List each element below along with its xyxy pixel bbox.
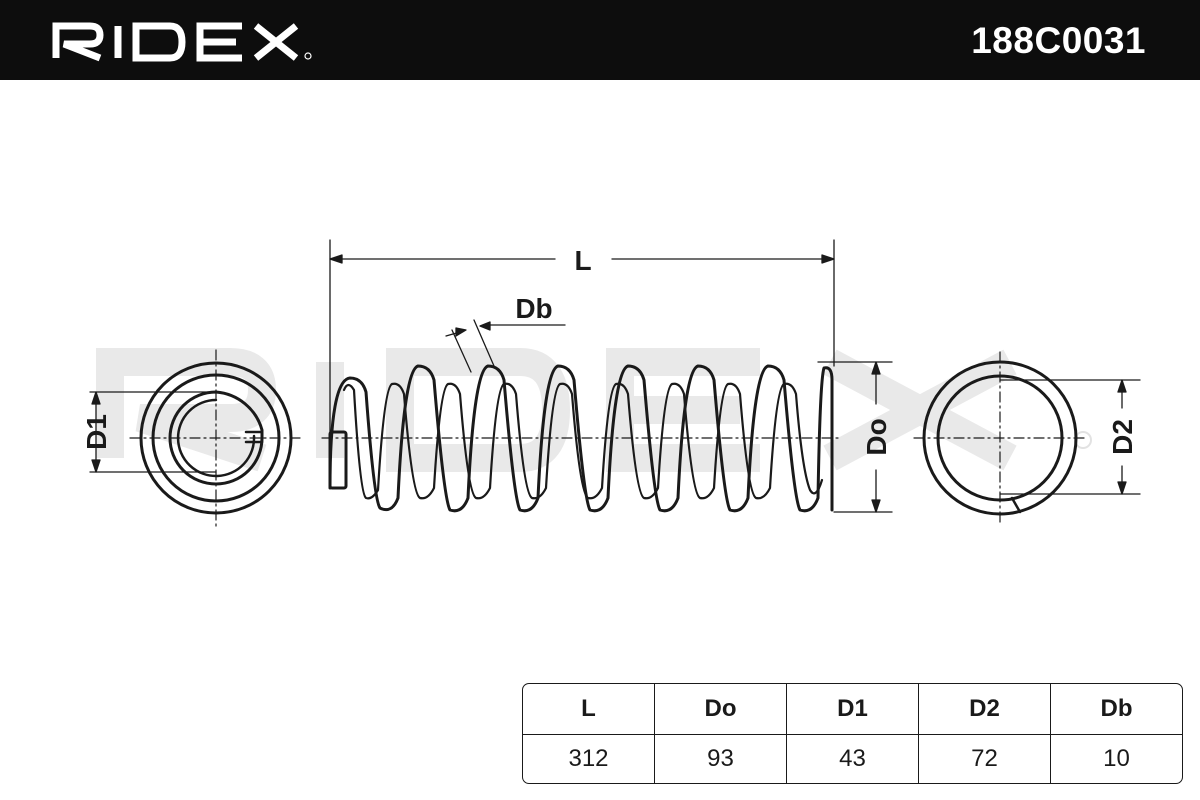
spec-value-cell: 312 bbox=[568, 745, 609, 772]
spring-drawing: L Db Do D1 D2 bbox=[81, 239, 1141, 527]
spec-header-cell: L bbox=[523, 684, 654, 735]
spec-value-cell: 93 bbox=[654, 735, 786, 783]
d2-dimension bbox=[999, 379, 1141, 495]
spec-table: L Do D1 D2 Db 312 93 43 72 10 bbox=[522, 683, 1183, 784]
spring-side-view bbox=[328, 364, 834, 513]
spec-value-row: 312 93 43 72 10 bbox=[523, 735, 1182, 783]
length-dimension bbox=[329, 239, 835, 433]
d1-label: D1 bbox=[81, 414, 112, 450]
d2-label: D2 bbox=[1107, 419, 1138, 455]
spec-header-cell: Db bbox=[1050, 684, 1182, 735]
ridex-logo bbox=[52, 22, 312, 62]
length-label: L bbox=[574, 245, 591, 276]
d1-dimension bbox=[89, 391, 217, 473]
db-label: Db bbox=[515, 293, 552, 324]
do-label: Do bbox=[861, 418, 892, 455]
spec-header-row: L Do D1 D2 Db bbox=[523, 684, 1182, 735]
spec-value-cell: 43 bbox=[786, 735, 918, 783]
spec-header-cell: D2 bbox=[918, 684, 1050, 735]
part-number: 188C0031 bbox=[971, 20, 1146, 61]
header-bar: 188C0031 bbox=[0, 0, 1200, 80]
db-dimension bbox=[445, 319, 566, 373]
spec-value-cell: 72 bbox=[918, 735, 1050, 783]
spec-header-cell: D1 bbox=[786, 684, 918, 735]
spec-header-cell: Do bbox=[654, 684, 786, 735]
spec-value-cell: 10 bbox=[1050, 735, 1182, 783]
do-dimension bbox=[817, 361, 893, 513]
